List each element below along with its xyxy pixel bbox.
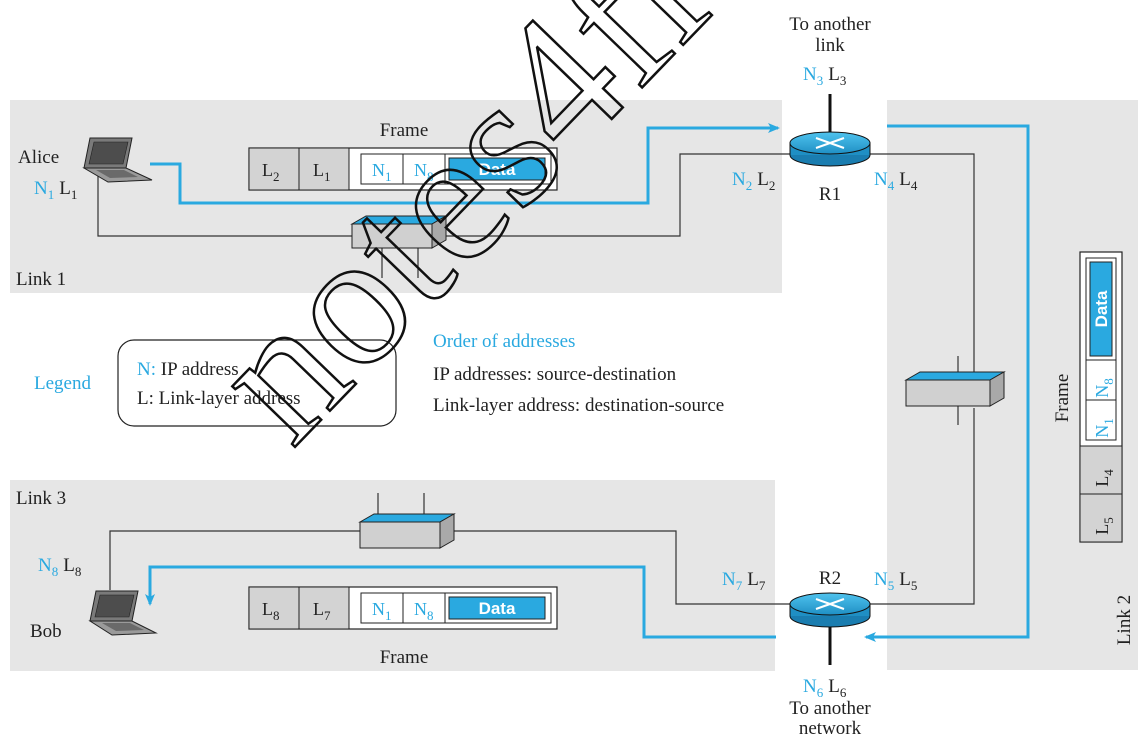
switch-link3 xyxy=(358,513,456,549)
link2-wiring xyxy=(868,153,975,605)
svg-text:L5: L5 xyxy=(1092,517,1116,535)
svg-text:N8: N8 xyxy=(414,160,434,184)
svg-text:N1: N1 xyxy=(372,599,392,623)
link3-label: Link 3 xyxy=(16,488,66,509)
link1-wiring xyxy=(97,153,795,278)
svg-text:L4: L4 xyxy=(1092,469,1116,487)
frame1-label: Frame xyxy=(380,120,429,141)
packet-path-link3 xyxy=(145,565,776,639)
legend-box xyxy=(117,339,397,427)
legend-ip-entry: N: IP address xyxy=(137,359,239,380)
bob-laptop-icon xyxy=(88,590,158,636)
r2-downlink-caption-1: To another xyxy=(789,698,871,719)
frame2-data: Data xyxy=(1092,290,1111,327)
legend-link-layer-entry: L: Link-layer address xyxy=(137,388,301,409)
alice-name: Alice xyxy=(18,147,59,168)
frame3-data: Data xyxy=(479,599,516,618)
link1-area xyxy=(10,100,782,293)
switch-link1 xyxy=(350,215,448,249)
svg-text:N8: N8 xyxy=(1092,378,1116,398)
order-link-layer: Link-layer address: destination-source xyxy=(433,395,724,416)
r1-name: R1 xyxy=(819,184,841,205)
packet-path-link2 xyxy=(864,124,1030,642)
r1-uplink-caption-1: To another xyxy=(789,14,871,35)
frame-link1: L2 L1 N1 N8 Data xyxy=(248,147,558,191)
order-title: Order of addresses xyxy=(433,331,575,352)
frame1-data: Data xyxy=(479,160,516,179)
frame2-label: Frame xyxy=(1052,374,1073,423)
svg-text:N1: N1 xyxy=(1092,418,1116,438)
legend-title: Legend xyxy=(34,373,91,394)
link1-label: Link 1 xyxy=(16,269,66,290)
link3-area xyxy=(10,480,775,671)
link2-label: Link 2 xyxy=(1114,595,1135,645)
alice-laptop-icon xyxy=(82,137,153,183)
frame-link3: L8 L7 N1 N8 Data xyxy=(248,586,558,630)
switch-link2 xyxy=(904,371,1006,407)
order-ip: IP addresses: source-destination xyxy=(433,364,677,385)
frame3-label: Frame xyxy=(380,647,429,668)
svg-text:L1: L1 xyxy=(313,160,331,184)
svg-text:L2: L2 xyxy=(262,160,280,184)
r2-downlink-caption-2: network xyxy=(799,718,862,738)
svg-text:L7: L7 xyxy=(313,599,331,623)
router-r2 xyxy=(789,592,871,628)
router-r1 xyxy=(789,131,871,167)
svg-text:N1: N1 xyxy=(372,160,392,184)
r2-name: R2 xyxy=(819,568,841,589)
bob-name: Bob xyxy=(30,621,62,642)
frame-link2: Data N8 N1 L4 L5 xyxy=(1079,251,1123,543)
svg-text:L8: L8 xyxy=(262,599,280,623)
packet-path-link1 xyxy=(150,123,780,205)
svg-text:N8: N8 xyxy=(414,599,434,623)
r1-uplink-caption-2: link xyxy=(815,35,845,56)
